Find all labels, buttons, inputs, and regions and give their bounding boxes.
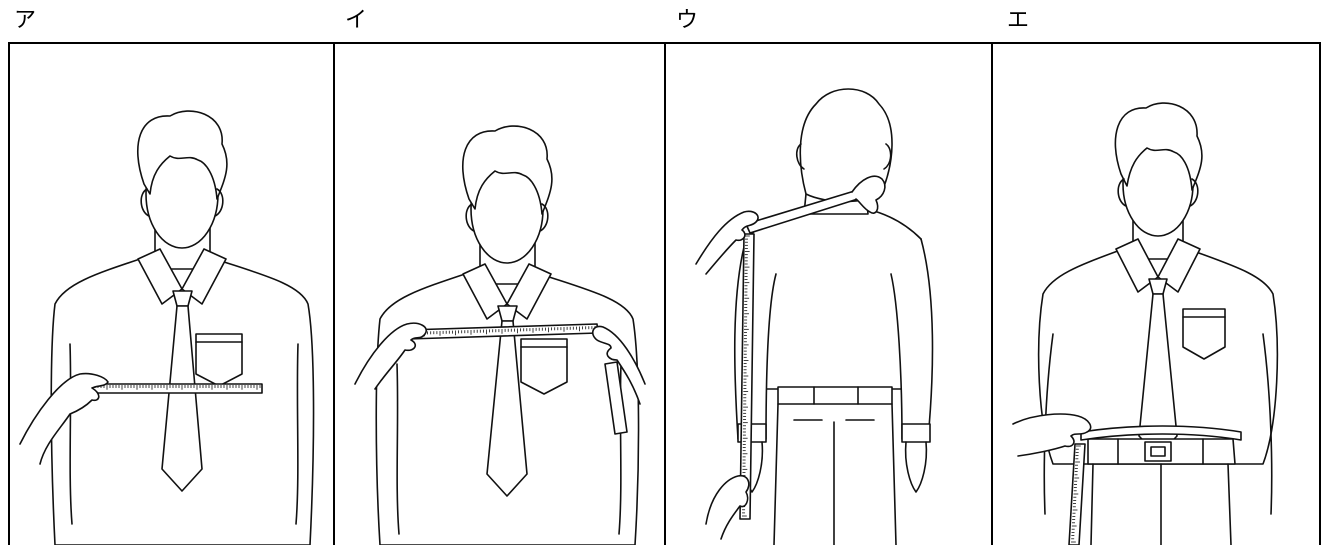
panel-sleeve-measurement xyxy=(664,44,994,545)
panel-label-a: ア xyxy=(14,8,36,34)
panel-label-e: エ xyxy=(1007,8,1029,34)
panel-chest-measurement xyxy=(8,44,338,545)
illustration-grid xyxy=(8,42,1321,545)
shoulder-measurement-illustration xyxy=(335,44,663,545)
waist-measurement-illustration xyxy=(993,44,1319,545)
chest-measurement-illustration xyxy=(10,44,336,545)
panel-label-u: ウ xyxy=(676,8,698,34)
panel-waist-measurement xyxy=(991,44,1321,545)
sleeve-measurement-illustration xyxy=(666,44,993,545)
panel-shoulder-measurement xyxy=(333,44,663,545)
panel-label-i: イ xyxy=(345,8,367,34)
